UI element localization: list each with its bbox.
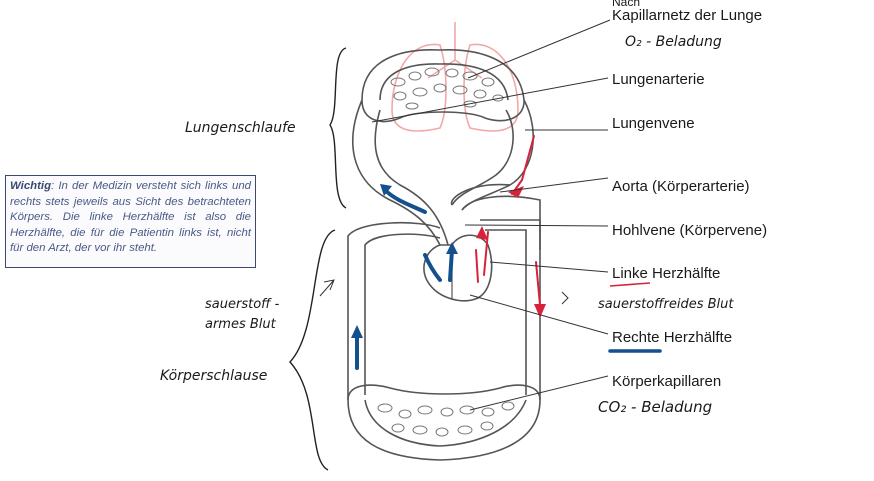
label-body-loop: Körperschlause: [160, 368, 267, 384]
label-deoxygenated-right: sauerstoffreides Blut: [598, 297, 734, 312]
important-note-box: Wichtig: In der Medizin versteht sich li…: [5, 175, 256, 268]
label-left-heart: Linke Herzhälfte: [612, 265, 720, 282]
arrowhead-icon: [534, 304, 546, 318]
cut-top-text: Nach: [612, 0, 640, 9]
arrowhead-icon: [380, 184, 392, 196]
deoxygenated-arrows: [351, 184, 458, 370]
label-body-capillaries: Körperkapillaren: [612, 373, 721, 390]
label-lung-artery: Lungenarterie: [612, 71, 705, 88]
label-vena-cava: Hohlvene (Körpervene): [612, 222, 767, 239]
note-text: : In der Medizin versteht sich links und…: [10, 180, 251, 255]
label-deoxygenated-left-2: armes Blut: [205, 317, 277, 332]
arrowhead-icon: [476, 226, 488, 240]
label-aorta: Aorta (Körperarterie): [612, 178, 750, 195]
systemic-vessels: [347, 219, 541, 400]
left-heart-underline: [609, 282, 651, 287]
small-pointer-arrow: [319, 279, 335, 297]
label-deoxygenated-left-1: sauerstoff -: [205, 297, 280, 312]
pulmonary-vessels: [352, 99, 541, 250]
arrowhead-icon: [351, 325, 363, 338]
arrowhead-icon: [446, 242, 458, 254]
label-lung-vein: Lungenvene: [612, 115, 695, 132]
label-co2-loading: CO₂ - Beladung: [598, 398, 712, 416]
label-lung-loop: Lungenschlaufe: [185, 120, 296, 136]
label-o2-loading: O₂ - Beladung: [625, 34, 722, 50]
label-right-heart: Rechte Herzhälfte: [612, 329, 732, 346]
body-loop-brace: [289, 229, 336, 471]
note-bold-label: Wichtig: [10, 180, 52, 192]
label-capillary-lung: Kapillarnetz der Lunge: [612, 7, 762, 24]
small-pointer-arrow: [561, 291, 569, 305]
lung-loop-brace: [329, 47, 347, 209]
lung-capillary-network: [361, 48, 525, 123]
leader-lines: [371, 19, 611, 411]
body-capillary-network: [347, 384, 541, 461]
heart: [423, 234, 493, 302]
